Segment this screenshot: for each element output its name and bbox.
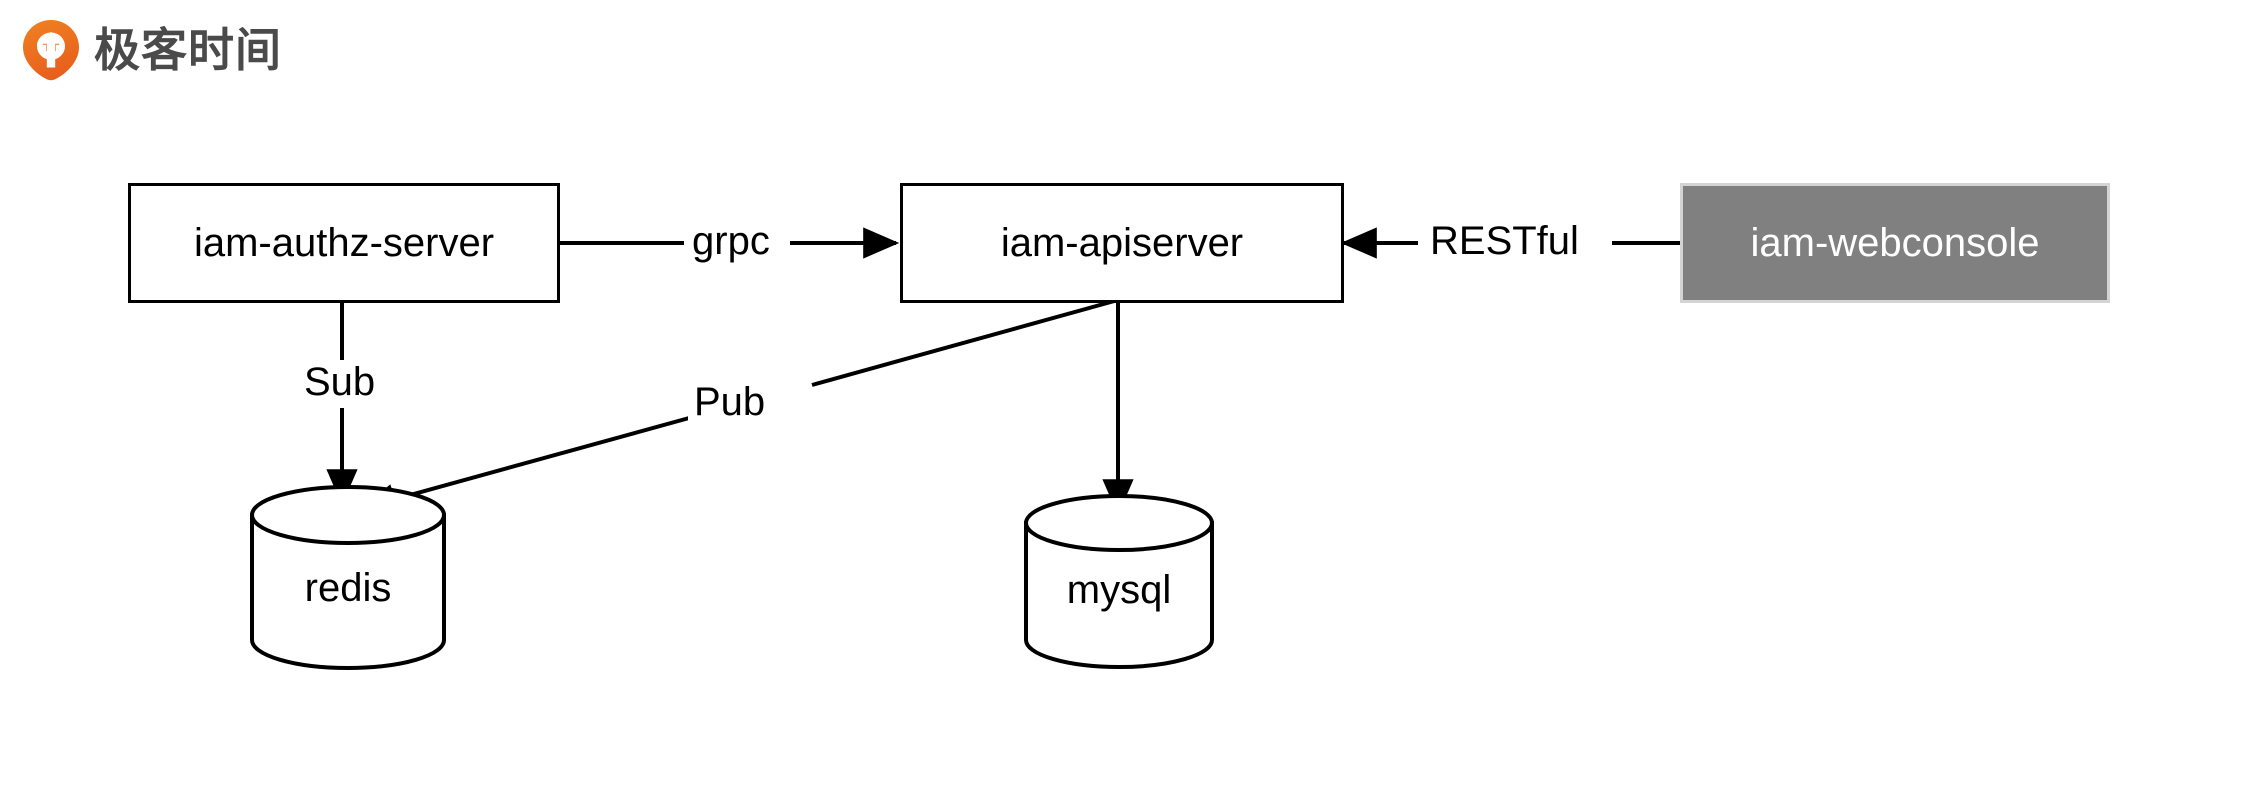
node-iam-authz-server[interactable]: iam-authz-server <box>128 183 560 303</box>
node-iam-authz-server-label: iam-authz-server <box>193 220 495 265</box>
node-iam-webconsole-label: iam-webconsole <box>1750 220 2040 265</box>
edge-label-pub: Pub <box>688 380 772 424</box>
edge-pub <box>359 298 1119 515</box>
edge-label-restful: RESTful <box>1424 219 1585 263</box>
node-iam-apiserver[interactable]: iam-apiserver <box>900 183 1344 303</box>
brand-name: 极客时间 <box>94 23 282 77</box>
node-iam-apiserver-label: iam-apiserver <box>1000 220 1244 265</box>
geekbang-pin-arrow-logo-icon <box>23 20 79 81</box>
edge-label-grpc: grpc <box>686 219 776 263</box>
node-redis-shape[interactable] <box>250 485 446 670</box>
brand-logo: 极客时间 <box>22 18 282 82</box>
edge-label-sub: Sub <box>298 360 382 404</box>
node-mysql-shape[interactable] <box>1024 494 1214 669</box>
node-iam-webconsole[interactable]: iam-webconsole <box>1680 183 2110 303</box>
